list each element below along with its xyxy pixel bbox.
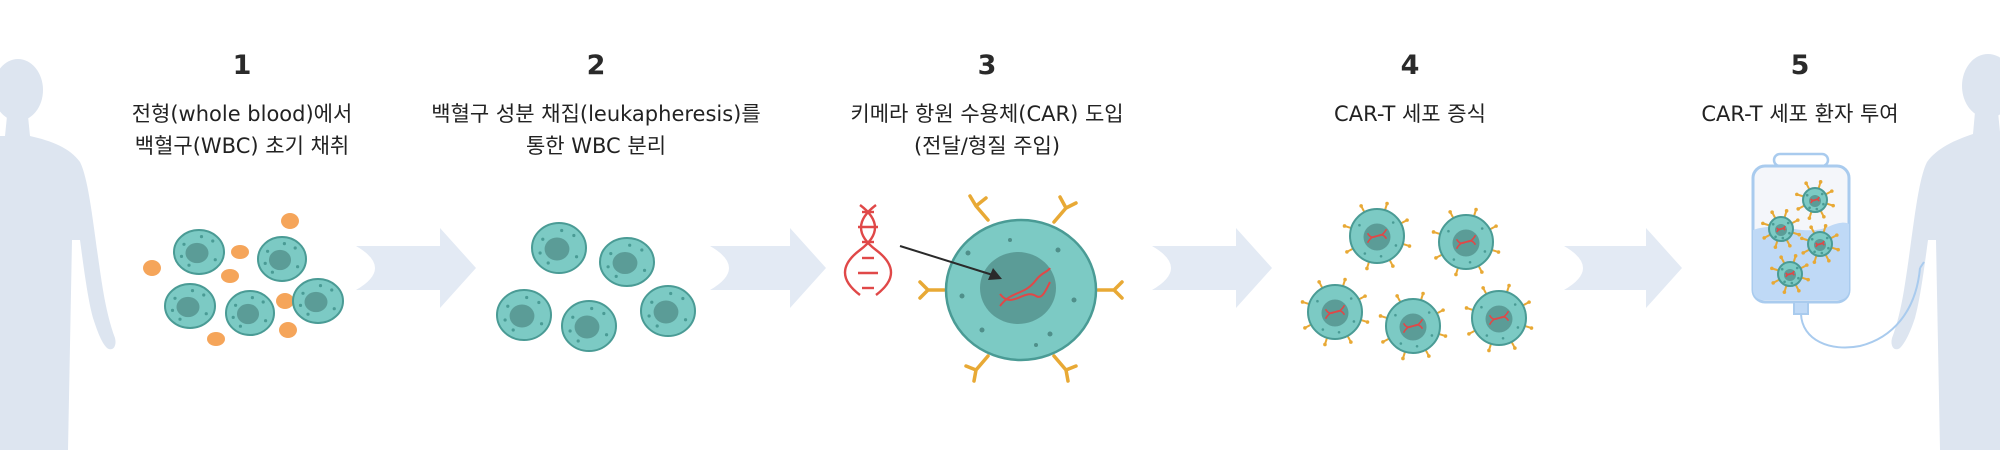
delivery-arrow: [899, 245, 997, 277]
step-3-caption-line-2: (전달/형질 주입): [913, 134, 1061, 158]
step-4-caption-line-1: CAR-T 세포 증식: [1334, 102, 1486, 126]
car-t-cell-icon: [1431, 207, 1501, 277]
process-arrow-icon: [1564, 228, 1682, 308]
process-arrow-icon: [710, 228, 826, 308]
white-blood-cell-icon: [640, 285, 696, 337]
step-1-number: 1: [232, 50, 252, 81]
red-blood-cell-icon: [276, 293, 294, 309]
process-arrow-1: [356, 228, 476, 308]
car-t-cell-icon: [1800, 224, 1840, 264]
process-arrow-icon: [356, 228, 476, 308]
white-blood-cell-icon: [561, 300, 617, 352]
step-3-illustration: [843, 194, 1124, 383]
process-arrow-2: [710, 228, 826, 308]
dna-helix-icon: [843, 204, 893, 296]
red-blood-cell-icon: [221, 269, 239, 283]
process-arrow-3: [1152, 228, 1272, 308]
red-blood-cell-icon: [207, 332, 225, 346]
inserted-dna-icon: [999, 267, 1051, 307]
step-5-caption-line-1: CAR-T 세포 환자 투여: [1701, 102, 1899, 126]
step-3-number: 3: [977, 50, 997, 81]
step-2-number: 2: [586, 50, 606, 81]
cell-nucleus: [980, 252, 1056, 324]
step-3-caption-line-1: 키메라 항원 수용체(CAR) 도입: [850, 102, 1124, 126]
car-t-cell-icon: [1300, 277, 1370, 347]
step-4-caption: CAR-T 세포 증식: [1200, 98, 1620, 130]
step-1-caption: 전형(whole blood)에서 백혈구(WBC) 초기 채취: [32, 98, 452, 162]
car-t-cell-icon: [1464, 283, 1534, 353]
white-blood-cell-icon: [257, 236, 307, 282]
step-1-caption-line-2: 백혈구(WBC) 초기 채취: [134, 134, 350, 158]
white-blood-cell-icon: [292, 278, 344, 324]
step-1-caption-line-1: 전형(whole blood)에서: [131, 102, 353, 126]
red-blood-cell-icon: [281, 213, 299, 229]
process-arrow-4: [1564, 228, 1682, 308]
car-t-cell-icon: [1761, 209, 1801, 249]
car-t-cell-icon: [1342, 201, 1412, 271]
step-2-caption: 백혈구 성분 채집(leukapheresis)를 통한 WBC 분리: [386, 98, 806, 162]
white-blood-cell-icon: [225, 290, 275, 336]
red-blood-cell-icon: [231, 245, 249, 259]
human-silhouette-icon: [0, 59, 116, 450]
process-arrow-icon: [1152, 228, 1272, 308]
car-t-cell-icon: [1795, 180, 1835, 220]
white-blood-cell-icon: [164, 283, 216, 329]
human-silhouette-icon: [1891, 54, 2000, 450]
step-5-caption: CAR-T 세포 환자 투여: [1590, 98, 2000, 130]
step-2-caption-line-1: 백혈구 성분 채집(leukapheresis)를: [431, 102, 761, 126]
white-blood-cell-icon: [173, 229, 225, 275]
car-t-cell-icon: [1378, 291, 1448, 361]
step-5-number: 5: [1790, 50, 1810, 81]
white-blood-cell-icon: [531, 222, 587, 274]
step-1-illustration: [143, 213, 299, 346]
white-blood-cell-icon: [599, 237, 655, 287]
red-blood-cell-icon: [143, 260, 161, 276]
white-blood-cell-icon: [496, 289, 552, 341]
red-blood-cell-icon: [279, 322, 297, 338]
step-2-caption-line-2: 통한 WBC 분리: [525, 134, 667, 158]
step-3-caption: 키메라 항원 수용체(CAR) 도입 (전달/형질 주입): [777, 98, 1197, 162]
car-receptor-icon: [918, 194, 1124, 383]
step-4-number: 4: [1400, 50, 1420, 81]
car-t-cell-icon: [1770, 254, 1810, 294]
